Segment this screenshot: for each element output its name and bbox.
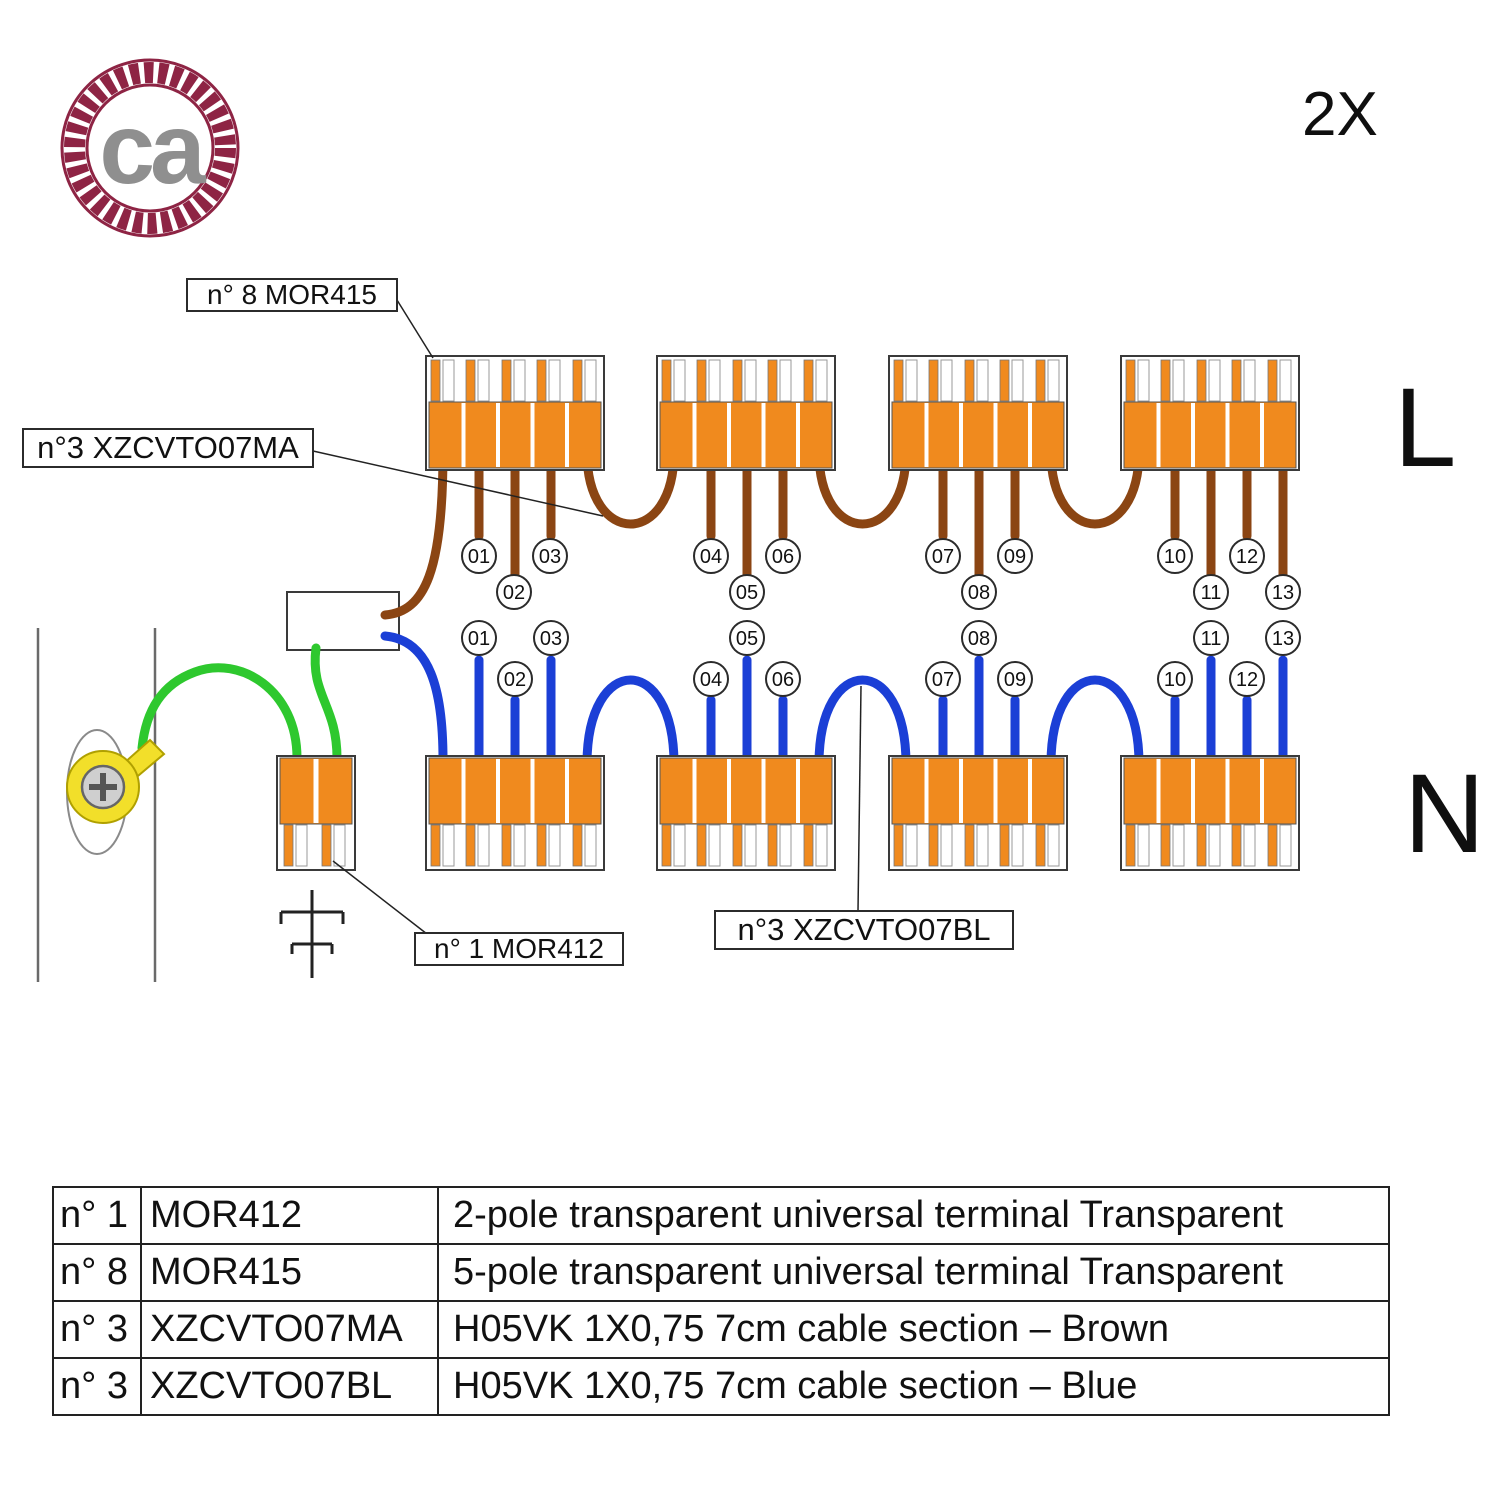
quantity-note: 2X: [1302, 80, 1378, 149]
callout-xzcvto07bl: n°3 XZCVTO07BL: [714, 910, 1014, 950]
code-cell: XZCVTO07MA: [140, 1300, 439, 1359]
code-cell: XZCVTO07BL: [140, 1357, 439, 1416]
wire-number-top-07: 07: [925, 538, 961, 574]
wire-number-top-10: 10: [1157, 538, 1193, 574]
desc-cell: H05VK 1X0,75 7cm cable section – Brown: [437, 1300, 1390, 1359]
terminal-block-5pole-bottom-1: [425, 755, 605, 871]
line-label: L: [1394, 365, 1457, 490]
svg-text:09: 09: [1004, 669, 1026, 691]
wire-number-top-08: 08: [961, 574, 997, 610]
wire-number-bottom-09: 09: [997, 661, 1033, 697]
wire-number-top-13: 13: [1265, 574, 1301, 610]
terminal-block-5pole-top-4: [1120, 355, 1300, 471]
terminal-block-5pole-bottom-2: [656, 755, 836, 871]
svg-text:08: 08: [968, 582, 990, 604]
svg-text:06: 06: [772, 546, 794, 568]
qty-cell: n° 3: [52, 1300, 142, 1359]
brand-logo: ca: [60, 58, 240, 238]
logo-rope-inner: [85, 83, 215, 213]
svg-text:10: 10: [1164, 669, 1186, 691]
wire-number-bottom-08: 08: [961, 620, 997, 656]
terminal-block-5pole-bottom-3: [888, 755, 1068, 871]
svg-text:12: 12: [1236, 546, 1258, 568]
parts-table-row: n° 8 MOR415 5-pole transparent universal…: [52, 1243, 1390, 1302]
svg-text:03: 03: [540, 628, 562, 650]
wire-number-top-06: 06: [765, 538, 801, 574]
wire-number-bottom-13: 13: [1265, 620, 1301, 656]
callout-leader-lines: [312, 299, 862, 935]
power-cable-junction: [286, 591, 400, 651]
wire-number-top-09: 09: [997, 538, 1033, 574]
qty-cell: n° 8: [52, 1243, 142, 1302]
svg-text:07: 07: [932, 546, 954, 568]
wire-number-bottom-03: 03: [533, 620, 569, 656]
svg-text:11: 11: [1201, 582, 1222, 604]
logo-text: ca: [99, 93, 207, 205]
terminal-block-5pole-top-2: [656, 355, 836, 471]
svg-text:01: 01: [468, 546, 490, 568]
svg-text:01: 01: [468, 628, 490, 650]
svg-text:06: 06: [772, 669, 794, 691]
wire-number-bottom-06: 06: [765, 661, 801, 697]
svg-text:05: 05: [736, 582, 758, 604]
logo-rope-braid: [64, 62, 236, 234]
qty-cell: n° 1: [52, 1186, 142, 1245]
wire-number-bottom-11: 11: [1193, 620, 1229, 656]
parts-table-row: n° 3 XZCVTO07BL H05VK 1X0,75 7cm cable s…: [52, 1357, 1390, 1416]
svg-text:05: 05: [736, 628, 758, 650]
terminal-block-5pole-top-3: [888, 355, 1068, 471]
wire-number-top-04: 04: [693, 538, 729, 574]
svg-text:08: 08: [968, 628, 990, 650]
wire-number-bottom-12: 12: [1229, 661, 1265, 697]
earth-symbol-icon: [279, 890, 345, 978]
svg-text:12: 12: [1236, 669, 1258, 691]
callout-mor415: n° 8 MOR415: [186, 278, 398, 312]
wire-number-top-02: 02: [496, 574, 532, 610]
code-cell: MOR415: [140, 1243, 439, 1302]
svg-text:02: 02: [504, 669, 526, 691]
parts-table: n° 1 MOR412 2-pole transparent universal…: [52, 1186, 1390, 1416]
wire-number-bottom-01: 01: [461, 620, 497, 656]
svg-text:11: 11: [1201, 628, 1222, 650]
wire-number-bottom-04: 04: [693, 661, 729, 697]
wire-number-top-12: 12: [1229, 538, 1265, 574]
desc-cell: 5-pole transparent universal terminal Tr…: [437, 1243, 1390, 1302]
svg-text:03: 03: [539, 546, 561, 568]
wire-number-bottom-02: 02: [497, 661, 533, 697]
svg-text:13: 13: [1272, 628, 1294, 650]
svg-text:04: 04: [700, 669, 722, 691]
wire-number-top-01: 01: [461, 538, 497, 574]
neutral-label: N: [1404, 751, 1485, 876]
screw-cross-icon: [89, 773, 117, 801]
svg-text:10: 10: [1164, 546, 1186, 568]
parts-table-row: n° 3 XZCVTO07MA H05VK 1X0,75 7cm cable s…: [52, 1300, 1390, 1359]
terminal-block-2pole: [276, 755, 356, 871]
wire-number-bottom-05: 05: [729, 620, 765, 656]
svg-text:04: 04: [700, 546, 722, 568]
ground-ring-terminal: [66, 738, 166, 824]
logo-rope-outer: [60, 58, 240, 238]
green-wires: [137, 643, 342, 763]
parts-table-row: n° 1 MOR412 2-pole transparent universal…: [52, 1186, 1390, 1245]
desc-cell: H05VK 1X0,75 7cm cable section – Blue: [437, 1357, 1390, 1416]
wire-number-bottom-10: 10: [1157, 661, 1193, 697]
svg-text:02: 02: [503, 582, 525, 604]
code-cell: MOR412: [140, 1186, 439, 1245]
svg-text:07: 07: [932, 669, 954, 691]
svg-text:13: 13: [1272, 582, 1294, 604]
svg-text:09: 09: [1004, 546, 1026, 568]
wire-number-top-05: 05: [729, 574, 765, 610]
callout-mor412: n° 1 MOR412: [414, 932, 624, 966]
desc-cell: 2-pole transparent universal terminal Tr…: [437, 1186, 1390, 1245]
terminal-block-5pole-top-1: [425, 355, 605, 471]
callout-xzcvto07ma: n°3 XZCVTO07MA: [22, 428, 314, 468]
terminal-block-5pole-bottom-4: [1120, 755, 1300, 871]
wire-number-top-03: 03: [532, 538, 568, 574]
wire-number-bottom-07: 07: [925, 661, 961, 697]
wire-number-top-11: 11: [1193, 574, 1229, 610]
qty-cell: n° 3: [52, 1357, 142, 1416]
blue-wires: [380, 631, 1288, 769]
